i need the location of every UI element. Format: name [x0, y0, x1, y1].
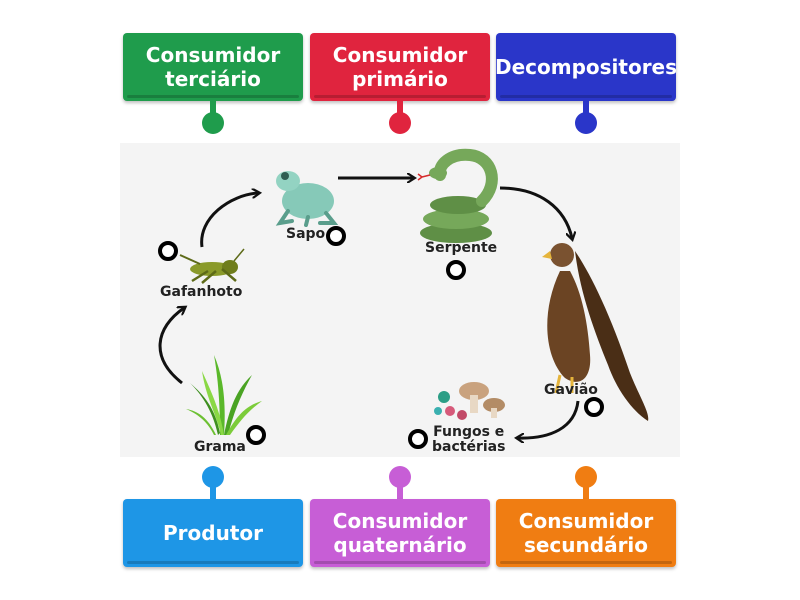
species-label-grass: Grama — [194, 439, 246, 455]
fungi-bacteria-illustration — [434, 382, 505, 420]
label-connector — [583, 101, 589, 115]
label-connector — [210, 486, 216, 500]
drop-target-frog[interactable] — [326, 226, 346, 246]
label-connector — [210, 101, 216, 115]
label-pin — [202, 112, 224, 134]
drop-target-hawk[interactable] — [584, 397, 604, 417]
food-chain-scene: Grama Gafanhoto Sapo Serpente Gavião Fun… — [120, 143, 680, 457]
species-label-snake: Serpente — [425, 240, 498, 256]
species-label-grasshopper: Gafanhoto — [160, 284, 243, 300]
label-card-text: Decompositores — [494, 55, 678, 79]
label-connector — [583, 486, 589, 500]
drop-target-snake[interactable] — [446, 260, 466, 280]
arrow-snake-to-hawk — [499, 186, 572, 238]
hawk-illustration — [542, 243, 649, 421]
label-card-decomposers[interactable]: Decompositores — [495, 33, 677, 101]
snake-illustration — [417, 148, 498, 243]
label-pin — [202, 466, 224, 488]
label-card-text: Produtor — [163, 521, 263, 545]
grasshopper-illustration — [179, 248, 245, 284]
species-label-frog: Sapo — [286, 226, 326, 242]
frog-illustration — [275, 171, 339, 227]
drop-target-fungi-bacteria[interactable] — [408, 429, 428, 449]
food-chain-illustration — [158, 148, 649, 457]
label-pin — [575, 112, 597, 134]
arrow-hawk-to-fungi — [518, 400, 580, 438]
species-label-hawk: Gavião — [544, 382, 598, 398]
drop-target-grass[interactable] — [246, 425, 266, 445]
label-pin — [389, 466, 411, 488]
label-pin — [389, 112, 411, 134]
label-connector — [397, 101, 403, 115]
label-connector — [397, 486, 403, 500]
grass-illustration — [186, 355, 262, 435]
label-card-producer[interactable]: Produtor — [123, 499, 303, 567]
arrow-grass-to-grasshopper — [158, 308, 184, 385]
arrow-grasshopper-to-frog — [200, 193, 258, 248]
label-pin — [575, 466, 597, 488]
drop-target-grasshopper[interactable] — [158, 241, 178, 261]
